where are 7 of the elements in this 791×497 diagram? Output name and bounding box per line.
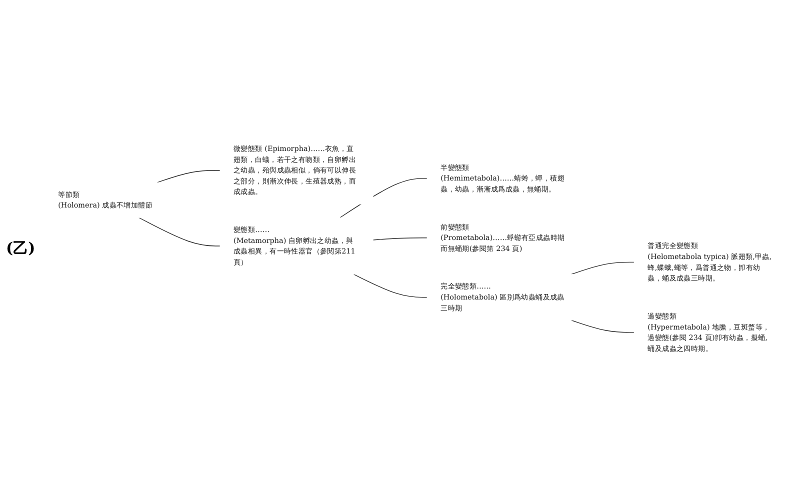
connector [354,274,428,298]
connector [157,170,221,183]
connector [372,237,428,240]
connector [571,262,635,274]
connector [138,217,221,246]
connector [571,320,635,333]
section-label: (乙) [6,239,36,257]
